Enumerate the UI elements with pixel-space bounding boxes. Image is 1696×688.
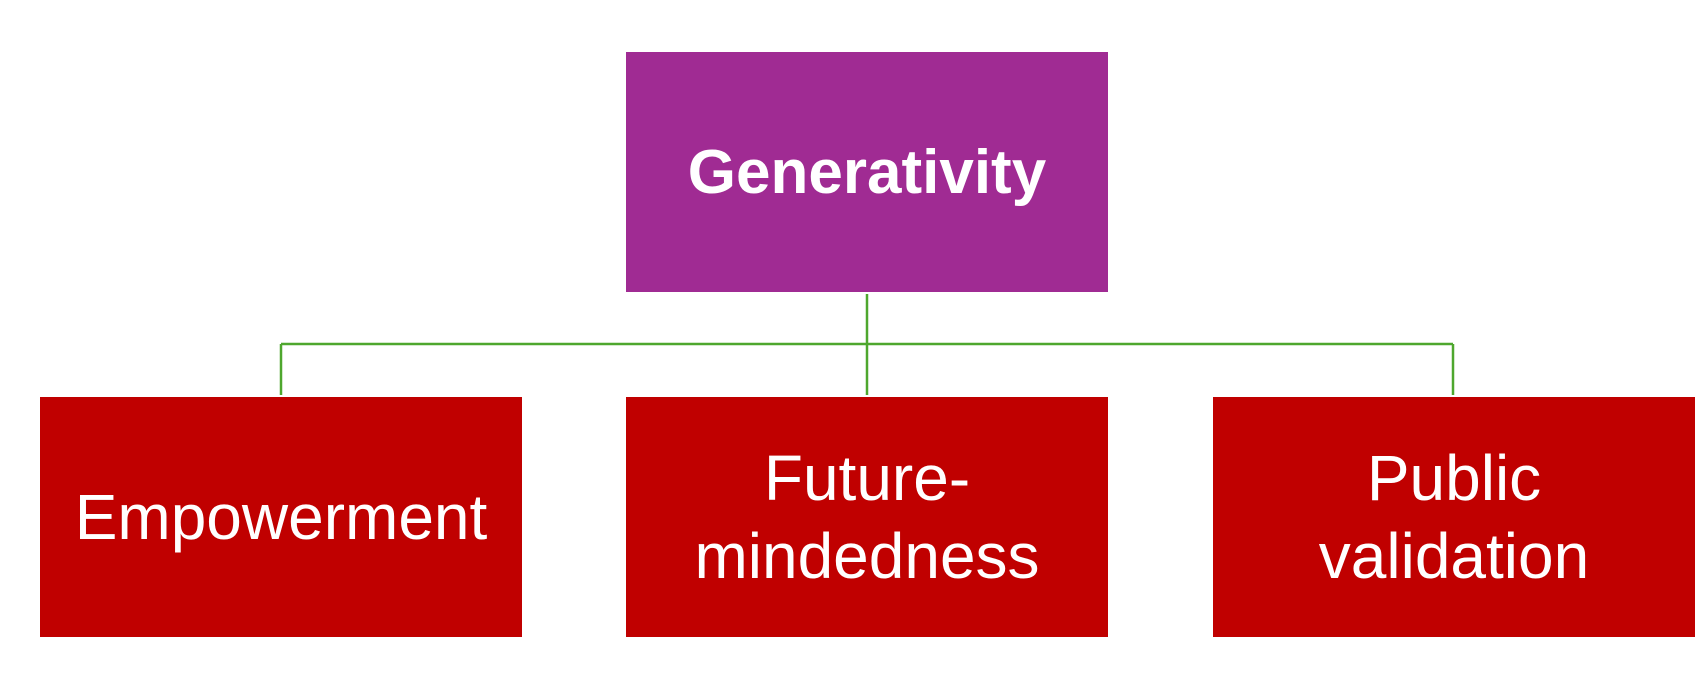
child-node-label: Empowerment: [74, 480, 488, 553]
child-node-future-mindedness: Future- mindedness: [626, 397, 1108, 637]
child-node-label: Future- mindedness: [694, 441, 1040, 592]
root-node-label: Generativity: [687, 137, 1047, 207]
child-node-empowerment: Empowerment: [40, 397, 522, 637]
child-node-public-validation: Public validation: [1213, 397, 1695, 637]
child-node-label: Public validation: [1318, 441, 1590, 592]
root-node-generativity: Generativity: [626, 52, 1108, 292]
